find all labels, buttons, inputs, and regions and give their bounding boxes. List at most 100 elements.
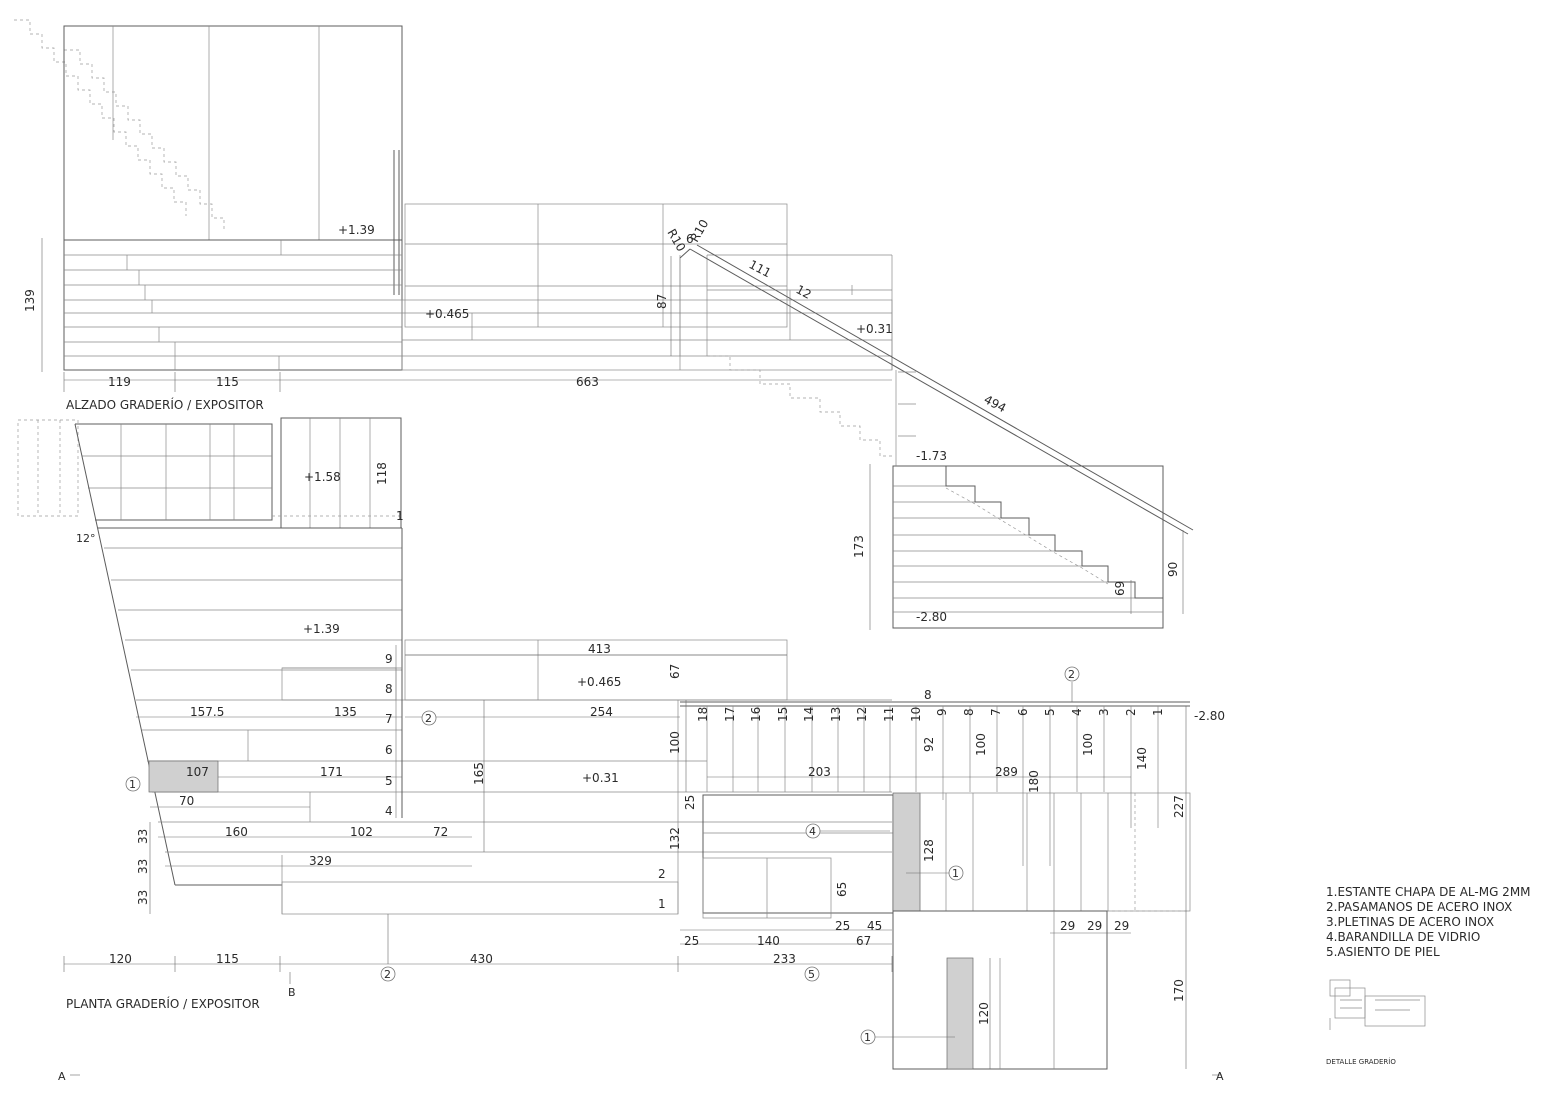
legend-item: 4.BARANDILLA DE VIDRIO: [1326, 930, 1480, 944]
step-number: 5: [385, 774, 393, 788]
plan-view: [17, 417, 1222, 1076]
dim-227: 227: [1172, 795, 1186, 818]
step-number: 12: [855, 707, 869, 722]
dim-128: 128: [922, 839, 936, 862]
callout-2-top: 2: [1064, 666, 1080, 682]
dim-120b: 120: [977, 1002, 991, 1025]
dim-33b: 33: [136, 859, 150, 874]
dim-12: 12: [794, 282, 814, 302]
section-b: B: [288, 986, 296, 999]
callout-label: 2: [1068, 668, 1075, 681]
dim-118: 118: [375, 462, 389, 485]
legend-item: 3.PLETINAS DE ACERO INOX: [1326, 915, 1494, 929]
detail-thumbnail: DETALLE GRADERÍO: [1326, 979, 1426, 1066]
step-number: 15: [776, 707, 790, 722]
dim-329: 329: [309, 854, 332, 868]
callout-1-low: 1: [860, 1029, 955, 1045]
dim-139: 139: [23, 289, 37, 312]
dim-120: 120: [109, 952, 132, 966]
dim-67: 67: [668, 664, 682, 679]
level-158: +1.58: [304, 470, 341, 484]
step-number: 18: [696, 707, 710, 722]
callout-label: 2: [384, 968, 391, 981]
dim-160: 160: [225, 825, 248, 839]
step-numbers-right: 18 17 16 15 14 13 12 11 10 9 8 7 6 5 4 3…: [696, 707, 1165, 722]
dim-100b: 100: [974, 733, 988, 756]
step-number: 2: [1124, 708, 1138, 716]
callout-label: 1: [864, 1031, 871, 1044]
callout-5: 5: [804, 966, 820, 982]
dim-29b: 29: [1087, 919, 1102, 933]
dim-25c: 25: [684, 934, 699, 948]
dim-29a: 29: [1060, 919, 1075, 933]
step-number: 7: [989, 708, 1003, 716]
dim-115: 115: [216, 952, 239, 966]
dim-25a: 25: [683, 795, 697, 810]
dim-203: 203: [808, 765, 831, 779]
dim-six: 6: [686, 232, 694, 246]
step-number: 4: [385, 804, 393, 818]
level-0465-plan: +0.465: [577, 675, 621, 689]
callout-label: 4: [809, 825, 816, 838]
title-alzado: ALZADO GRADERÍO / EXPOSITOR: [66, 397, 264, 412]
step-number: 16: [749, 707, 763, 722]
row-label-1: 1: [658, 897, 666, 911]
section-a-left: A: [58, 1070, 66, 1083]
dim-119: 119: [108, 375, 131, 389]
level-m173: -1.73: [916, 449, 947, 463]
dim-413: 413: [588, 642, 611, 656]
dim-157: 157.5: [190, 705, 224, 719]
dim-33c: 33: [136, 890, 150, 905]
dim-87: 87: [655, 294, 669, 309]
legend: 1.ESTANTE CHAPA DE AL-MG 2MM 2.PASAMANOS…: [1326, 885, 1531, 959]
dim-29c: 29: [1114, 919, 1129, 933]
dim-165: 165: [472, 762, 486, 785]
dim-69: 69: [1113, 581, 1127, 596]
elevation-view: [14, 19, 1194, 630]
step-number: 3: [1097, 708, 1111, 716]
dim-140b: 140: [1135, 747, 1149, 770]
dim-140a: 140: [757, 934, 780, 948]
callout-label: 5: [808, 968, 815, 981]
dim-102: 102: [350, 825, 373, 839]
legend-item: 5.ASIENTO DE PIEL: [1326, 945, 1440, 959]
dim-173: 173: [852, 535, 866, 558]
dim-132: 132: [668, 827, 682, 850]
step-number: 4: [1070, 708, 1084, 716]
level-m280: -2.80: [916, 610, 947, 624]
dim-494: 494: [982, 392, 1009, 415]
dim-25b: 25: [835, 919, 850, 933]
step-numbers-left: 9 8 7 6 5 4: [385, 652, 393, 818]
step-number: 7: [385, 712, 393, 726]
level-0465-elevation: +0.465: [425, 307, 469, 321]
callout-4: 4: [805, 823, 890, 839]
section-a-right: A: [1216, 1070, 1224, 1083]
step-number: 17: [723, 707, 737, 722]
dim-angle: 12°: [76, 532, 96, 545]
callout-label: 1: [952, 867, 959, 880]
row-label-2: 2: [658, 867, 666, 881]
dim-111: 111: [747, 257, 774, 280]
level-031-elevation: +0.31: [856, 322, 893, 336]
callout-label: 1: [129, 778, 136, 791]
dim-100c: 100: [1081, 733, 1095, 756]
dim-one: 1: [396, 509, 404, 523]
level-m280-plan: -2.80: [1194, 709, 1225, 723]
step-number: 13: [829, 707, 843, 722]
legend-item: 2.PASAMANOS DE ACERO INOX: [1326, 900, 1512, 914]
dim-100a: 100: [668, 731, 682, 754]
step-number: 1: [1151, 708, 1165, 716]
dim-45: 45: [867, 919, 882, 933]
dim-115: 115: [216, 375, 239, 389]
dim-r10b: R10: [687, 217, 711, 244]
callout-label: 2: [425, 712, 432, 725]
step-number: 6: [1016, 708, 1030, 716]
dim-171: 171: [320, 765, 343, 779]
dim-90: 90: [1166, 562, 1180, 577]
step-number: 9: [935, 708, 949, 716]
step-number: 5: [1043, 708, 1057, 716]
dim-33a: 33: [136, 829, 150, 844]
dim-135: 135: [334, 705, 357, 719]
dim-67b: 67: [856, 934, 871, 948]
